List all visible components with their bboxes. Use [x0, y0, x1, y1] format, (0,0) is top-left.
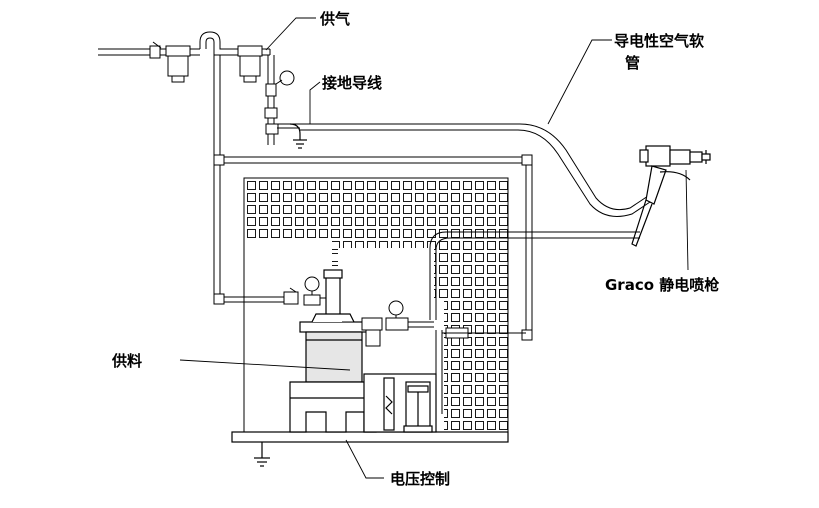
air-filter-right — [237, 45, 263, 83]
fluid-supply-label: 供料 — [112, 352, 143, 370]
spray-gun — [631, 145, 711, 247]
fluid-riser-pipe — [429, 231, 640, 414]
air-filter-left — [149, 41, 191, 83]
voltage-control-unit — [363, 373, 437, 433]
conductive-air-hose — [300, 123, 651, 217]
leader-lines — [179, 17, 689, 479]
voltage-control-label: 电压控制 — [390, 470, 451, 488]
pump-air-regulator — [283, 276, 332, 306]
base-platform — [231, 431, 509, 443]
gun-air-drop — [264, 55, 300, 145]
spray-gun-label: Graco 静电喷枪 — [605, 276, 720, 294]
regulator-ground-icon — [289, 123, 307, 149]
air-hose-label: 导电性空气软 — [614, 32, 705, 50]
base-ground-icon — [254, 442, 270, 467]
frame-piping — [213, 154, 533, 341]
air-hose-label-line2: 管 — [625, 54, 641, 72]
fluid-regulator — [342, 300, 434, 347]
ground-wire-label: 接地导线 — [322, 74, 383, 92]
air-supply-label: 供气 — [320, 10, 351, 28]
